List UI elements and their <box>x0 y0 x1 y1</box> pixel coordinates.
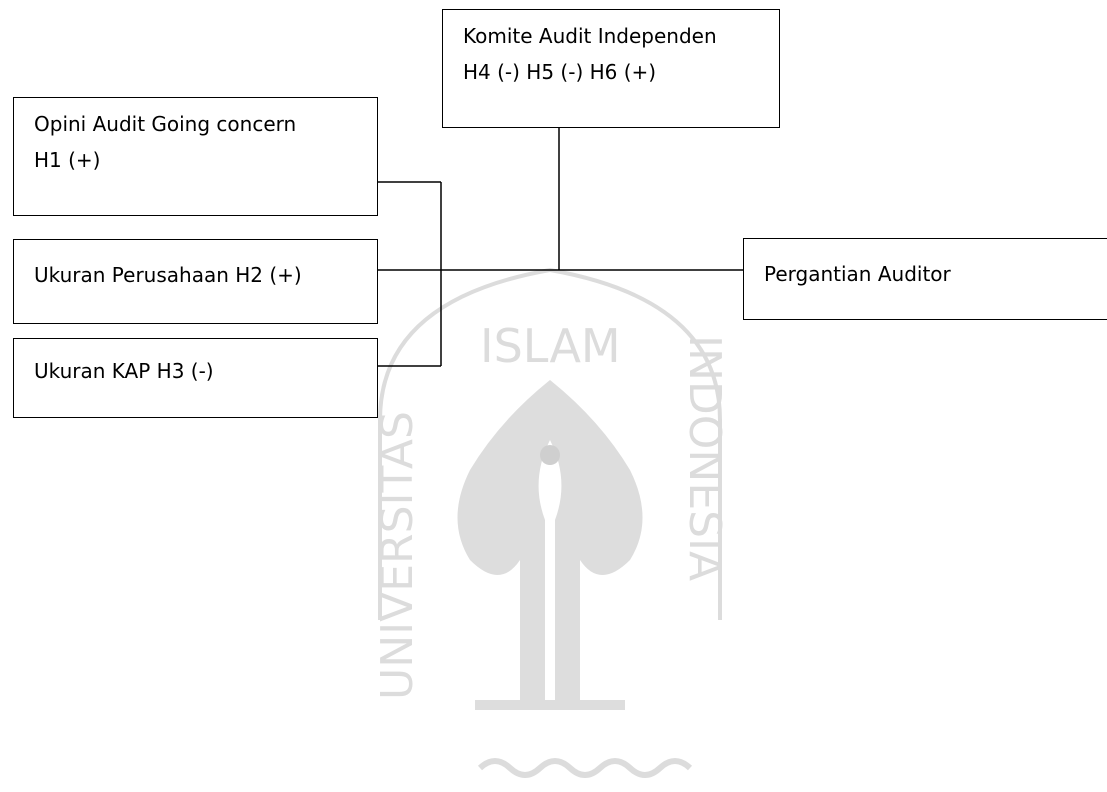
pergantian-auditor-label: Pergantian Auditor <box>764 262 951 286</box>
seal-dot <box>540 445 560 465</box>
box-opini-audit-going-concern: Opini Audit Going concern H1 (+) <box>13 97 378 216</box>
ukuran-perusahaan-label: Ukuran Perusahaan H2 (+) <box>34 263 302 287</box>
opini-hypothesis: H1 (+) <box>34 148 101 172</box>
box-ukuran-perusahaan: Ukuran Perusahaan H2 (+) <box>13 239 378 324</box>
opini-title: Opini Audit Going concern <box>34 112 297 136</box>
box-pergantian-auditor: Pergantian Auditor <box>743 238 1107 320</box>
box-komite-audit-independen: Komite Audit Independen H4 (-) H5 (-) H6… <box>442 9 780 128</box>
komite-title: Komite Audit Independen <box>463 24 717 48</box>
seal-text-right: INDONESIA <box>679 335 730 581</box>
ukuran-kap-label: Ukuran KAP H3 (-) <box>34 359 214 383</box>
seal-base <box>475 700 625 710</box>
komite-hypotheses: H4 (-) H5 (-) H6 (+) <box>463 60 657 84</box>
seal-script-band <box>477 758 693 778</box>
seal-text-left: UNIVERSITAS <box>372 411 423 700</box>
seal-text-top: ISLAM <box>480 319 621 373</box>
box-ukuran-kap: Ukuran KAP H3 (-) <box>13 338 378 418</box>
seal-flame-shape <box>457 380 643 700</box>
